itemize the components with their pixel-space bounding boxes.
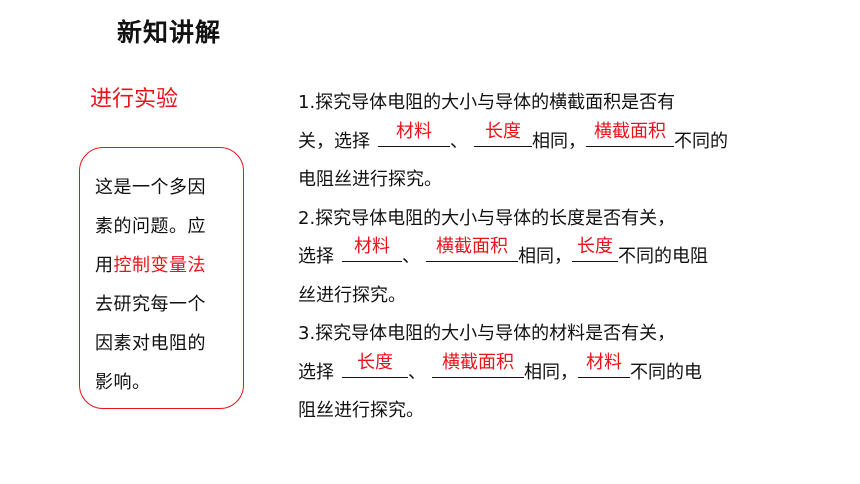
- item-1-fill-line: 关，选择 材料、长度相同， 横截面积不同的: [298, 121, 768, 162]
- item-2-answer-1: 材料: [354, 236, 390, 257]
- note-box: [79, 147, 244, 409]
- item-1-select-label: 关，选择: [298, 130, 370, 152]
- item-1-blank-3: 横截面积: [586, 121, 674, 147]
- experiment-item-2: 2.探究导体电阻的大小与导体的长度是否有关， 选择材料、横截面积相同，长度不同的…: [298, 200, 768, 316]
- item-2-same-label: 相同，: [518, 246, 572, 267]
- item-1-different-label: 不同的: [674, 130, 728, 152]
- item-1-answer-2: 长度: [485, 120, 521, 142]
- item-1-answer-3: 横截面积: [594, 120, 666, 142]
- item-2-separator: 、: [402, 246, 420, 267]
- item-3-answer-2: 横截面积: [442, 351, 514, 373]
- item-2-different-label: 不同的电阻: [618, 246, 708, 267]
- item-1-same-label: 相同，: [532, 130, 586, 152]
- item-2-tail: 丝进行探究。: [298, 284, 406, 306]
- item-2-blank-3: 长度: [572, 236, 618, 262]
- item-3-blank-2: 横截面积: [432, 352, 524, 378]
- item-2-answer-2: 横截面积: [436, 236, 508, 257]
- item-2-select-label: 选择: [298, 246, 334, 267]
- item-3-blank-3: 材料: [578, 352, 630, 378]
- item-3-blank-1: 长度: [342, 352, 408, 378]
- section-heading: 进行实验: [90, 87, 179, 112]
- item-3-select-label: 选择: [298, 361, 334, 383]
- item-1-question: 1.探究导体电阻的大小与导体的横截面积是否有: [298, 92, 676, 113]
- method-highlight: 控制变量法: [113, 255, 206, 276]
- item-2-blank-1: 材料: [342, 236, 402, 262]
- note-line-5: 因素对电阻的: [95, 333, 206, 354]
- note-line-1: 这是一个多因: [95, 177, 206, 198]
- note-text: 这是一个多因 素的问题。应 用控制变量法 去研究每一个 因素对电阻的 影响。: [95, 168, 233, 402]
- item-2-answer-3: 长度: [577, 236, 613, 257]
- item-3-fill-line: 选择 长度、横截面积相同， 材料不同的电: [298, 352, 768, 393]
- note-line-3-prefix: 用: [95, 255, 114, 276]
- item-2-fill-line: 选择材料、横截面积相同，长度不同的电阻: [298, 236, 768, 277]
- note-line-4: 去研究每一个: [95, 294, 206, 315]
- item-3-separator: 、: [408, 361, 426, 383]
- item-1-answer-1: 材料: [396, 120, 432, 142]
- experiment-item-3: 3.探究导体电阻的大小与导体的材料是否有关， 选择 长度、横截面积相同， 材料不同的…: [298, 315, 768, 431]
- item-2-question: 2.探究导体电阻的大小与导体的长度是否有关，: [298, 207, 676, 229]
- note-line-2: 素的问题。应: [95, 216, 206, 237]
- note-line-6: 影响。: [95, 372, 151, 393]
- note-line-3: 用控制变量法: [95, 246, 233, 285]
- item-1-blank-2: 长度: [474, 121, 532, 147]
- item-3-question: 3.探究导体电阻的大小与导体的材料是否有关，: [298, 323, 676, 344]
- item-1-separator: 、: [450, 130, 468, 152]
- item-1-blank-1: 材料: [378, 121, 450, 147]
- item-3-different-label: 不同的电: [630, 361, 702, 383]
- experiment-item-1: 1.探究导体电阻的大小与导体的横截面积是否有 关，选择 材料、长度相同， 横截面积不…: [298, 84, 768, 200]
- item-3-answer-3: 材料: [586, 351, 622, 373]
- item-3-same-label: 相同，: [524, 361, 578, 383]
- item-3-answer-1: 长度: [357, 351, 393, 373]
- item-1-tail: 电阻丝进行探究。: [298, 169, 442, 190]
- experiment-content: 1.探究导体电阻的大小与导体的横截面积是否有 关，选择材料、长度相同，横截面积不…: [298, 84, 768, 431]
- item-2-blank-2: 横截面积: [426, 236, 518, 262]
- item-3-tail: 阻丝进行探究。: [298, 400, 424, 421]
- page-title: 新知讲解: [117, 18, 222, 47]
